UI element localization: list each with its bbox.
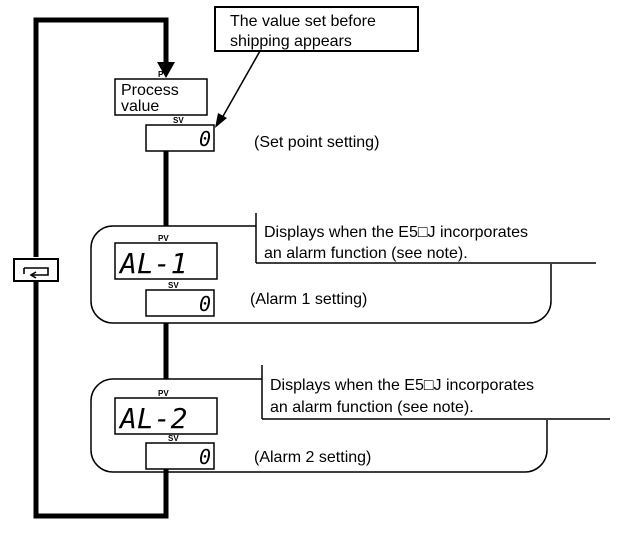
- alarm2-sv-value: 0: [199, 445, 211, 469]
- alarm2-caption: (Alarm 2 setting): [254, 449, 371, 466]
- set-point-caption: (Set point setting): [254, 134, 379, 151]
- mode-key-icon: [23, 267, 49, 279]
- set-point-block: SV 0 (Set point setting): [145, 116, 379, 152]
- alarm1-panel: Displays when the E5□J incorporates an a…: [90, 212, 596, 324]
- mode-key[interactable]: [13, 258, 59, 282]
- callout-shipping-line2: shipping appears: [230, 33, 352, 50]
- alarm1-pv-tag: PV: [158, 234, 169, 243]
- alarm1-sv-value: 0: [199, 292, 211, 316]
- alarm1-pv-display: AL-1: [118, 247, 187, 280]
- alarm1-caption: (Alarm 1 setting): [250, 291, 367, 308]
- process-value-line1: Process: [121, 82, 179, 99]
- callout-arrowhead: [215, 113, 227, 128]
- alarm2-note-line2: an alarm function (see note).: [270, 399, 474, 416]
- process-value-block: PV Process value: [114, 70, 208, 116]
- alarm1-sv-tag: SV: [168, 281, 179, 290]
- alarm2-note-line1: Displays when the E5□J incorporates: [270, 377, 534, 394]
- pv-tag-1: PV: [158, 70, 169, 79]
- alarm2-pv-display: AL-2: [118, 402, 187, 435]
- callout-shipping-value: The value set before shipping appears: [214, 6, 419, 128]
- alarm1-note-line2: an alarm function (see note).: [264, 245, 468, 262]
- entry-arrow: [157, 20, 175, 78]
- alarm2-panel: Displays when the E5□J incorporates an a…: [90, 364, 612, 473]
- alarm2-sv-tag: SV: [168, 434, 179, 443]
- sv-tag-1: SV: [173, 116, 184, 125]
- alarm1-note-line1: Displays when the E5□J incorporates: [264, 224, 528, 241]
- alarm2-pv-tag: PV: [158, 389, 169, 398]
- process-value-line2: value: [121, 98, 159, 115]
- callout-shipping-line1: The value set before: [230, 13, 376, 30]
- set-point-value: 0: [199, 127, 211, 151]
